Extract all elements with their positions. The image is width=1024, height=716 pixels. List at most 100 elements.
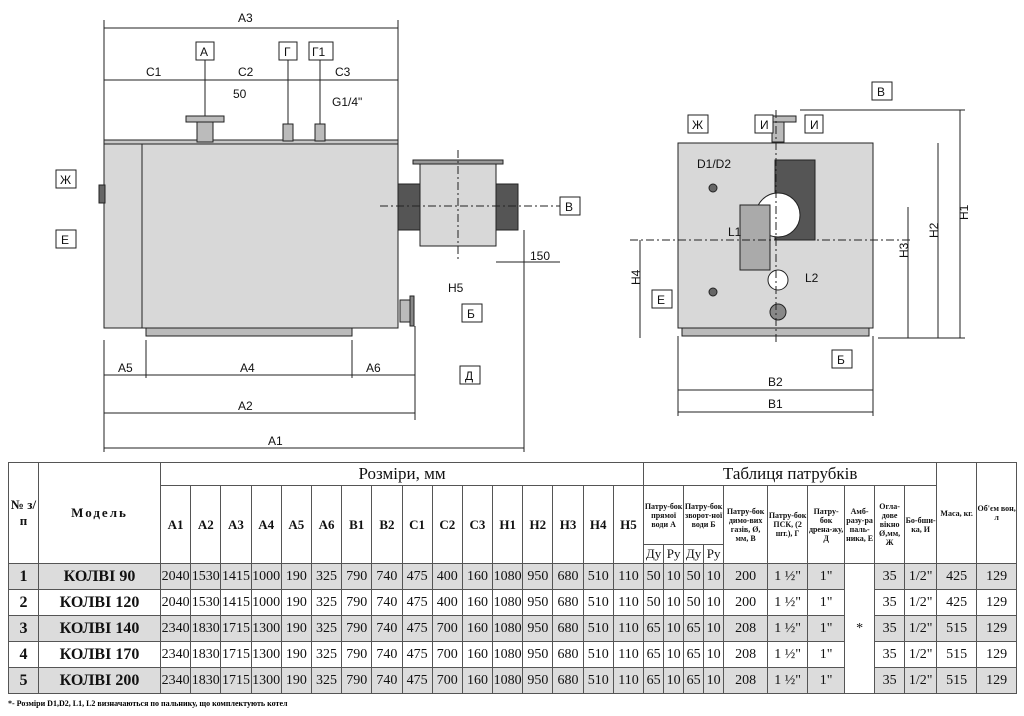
dim-value: 790 xyxy=(341,667,373,694)
dim-value: 950 xyxy=(522,589,554,616)
dim-value: 325 xyxy=(310,667,343,694)
dim-value: 2340 xyxy=(159,641,192,668)
nozzle-a-du: 65 xyxy=(643,667,665,694)
svg-text:Ж: Ж xyxy=(60,173,71,187)
dim-value: 325 xyxy=(310,589,343,616)
dim-value: 950 xyxy=(522,615,554,642)
nozzles-header: Таблиця патрубків xyxy=(643,462,938,486)
nozzle-a-ru: 10 xyxy=(663,641,685,668)
volume: 129 xyxy=(976,563,1018,590)
dim-value: 400 xyxy=(431,563,463,590)
dim-col-header: Н4 xyxy=(582,485,614,564)
volume: 129 xyxy=(976,641,1018,668)
dim-value: 950 xyxy=(522,641,554,668)
svg-text:Е: Е xyxy=(61,233,69,247)
dim-value: 700 xyxy=(431,615,463,642)
nozzle-v: 208 xyxy=(723,641,769,668)
nozzle-v: 208 xyxy=(723,667,769,694)
nozzle-a-du: 65 xyxy=(643,641,665,668)
dim-a3: А3 xyxy=(238,11,253,25)
nozzle-d: 1" xyxy=(807,589,846,616)
volume-header: Об'єм вон, л xyxy=(976,462,1018,564)
model-name: КОЛВІ 140 xyxy=(38,615,161,642)
dim-value: 475 xyxy=(401,667,433,694)
nozzle-zh: 35 xyxy=(874,589,906,616)
nozzle-b-ru: 10 xyxy=(703,563,725,590)
nozzle-a-header: Патру-бок прямої води А xyxy=(643,485,685,545)
dim-value: 1080 xyxy=(492,589,524,616)
dim-value: 950 xyxy=(522,667,554,694)
nozzle-v: 208 xyxy=(723,615,769,642)
nozzle-b-header: Патру-бок зворот-ної води Б xyxy=(683,485,725,545)
nozzle-b-du: 65 xyxy=(683,615,705,642)
svg-text:А: А xyxy=(200,45,208,59)
dim-value: 325 xyxy=(310,563,343,590)
nozzle-i: 1/2" xyxy=(904,641,938,668)
dim-value: 740 xyxy=(371,641,403,668)
dim-value: 700 xyxy=(431,641,463,668)
dim-value: 110 xyxy=(612,615,645,642)
dim-value: 2040 xyxy=(159,589,192,616)
dim-value: 790 xyxy=(341,589,373,616)
nozzle-g: 1 ½" xyxy=(767,641,809,668)
volume: 129 xyxy=(976,615,1018,642)
dim-value: 160 xyxy=(461,667,494,694)
dim-col-header: А6 xyxy=(310,485,343,564)
dim-value: 1080 xyxy=(492,563,524,590)
svg-text:Н2: Н2 xyxy=(927,222,941,238)
nozzle-zh-header: Огла-дове вікно Ø,мм, Ж xyxy=(874,485,906,564)
dim-value: 680 xyxy=(552,615,584,642)
volume: 129 xyxy=(976,589,1018,616)
footnote: *- Розміри D1,D2, L1, L2 визначаються по… xyxy=(8,699,288,708)
dim-col-header: А3 xyxy=(220,485,252,564)
nozzle-a-du: 50 xyxy=(643,589,665,616)
svg-text:G1/4": G1/4" xyxy=(332,95,362,109)
dim-value: 740 xyxy=(371,667,403,694)
svg-text:А1: А1 xyxy=(268,434,283,448)
nozzle-zh: 35 xyxy=(874,615,906,642)
svg-text:Г: Г xyxy=(284,45,291,59)
dim-value: 2340 xyxy=(159,615,192,642)
dim-value: 510 xyxy=(582,563,614,590)
dim-value: 110 xyxy=(612,589,645,616)
row-number: 1 xyxy=(8,563,39,590)
svg-text:А6: А6 xyxy=(366,361,381,375)
model-name: КОЛВІ 120 xyxy=(38,589,161,616)
dim-value: 190 xyxy=(280,589,312,616)
boiler-base xyxy=(145,327,353,337)
dim-value: 1830 xyxy=(190,615,222,642)
dim-value: 1300 xyxy=(250,615,282,642)
front-view-labels: А3 С1 С2 С3 А Г Г1 50 G1/4" Ж Е В 150 Н5… xyxy=(55,11,581,448)
nozzle-i: 1/2" xyxy=(904,563,938,590)
svg-text:В: В xyxy=(877,85,885,99)
dim-col-header: Н5 xyxy=(612,485,645,564)
dim-col-header: В2 xyxy=(371,485,403,564)
burner-size-note-mark: * xyxy=(844,563,876,694)
mass: 515 xyxy=(936,615,978,642)
nozzle-i: 1/2" xyxy=(904,615,938,642)
svg-text:В: В xyxy=(565,200,573,214)
nozzle-zh: 35 xyxy=(874,667,906,694)
model-name: КОЛВІ 170 xyxy=(38,641,161,668)
boiler-drawing: А3 С1 С2 С3 А Г Г1 50 G1/4" Ж Е В 150 Н5… xyxy=(55,11,971,452)
dim-value: 1715 xyxy=(220,641,252,668)
mass: 425 xyxy=(936,589,978,616)
nozzle-d: 1" xyxy=(807,641,846,668)
nozzle-g: 1 ½" xyxy=(767,563,809,590)
dim-value: 1080 xyxy=(492,667,524,694)
dim-col-header: А5 xyxy=(280,485,312,564)
nozzle-v: 200 xyxy=(723,589,769,616)
model-name: КОЛВІ 200 xyxy=(38,667,161,694)
dim-value: 110 xyxy=(612,641,645,668)
svg-text:С1: С1 xyxy=(146,65,162,79)
nozzle-b-du: 65 xyxy=(683,641,705,668)
nozzle-d: 1" xyxy=(807,615,846,642)
dim-value: 950 xyxy=(522,563,554,590)
nozzle-d-header: Патру-бок дрена-жу, Д xyxy=(807,485,846,564)
dim-value: 740 xyxy=(371,589,403,616)
nozzle-v-header: Патру-бок димо-вих газів, Ø, мм, В xyxy=(723,485,769,564)
dim-value: 680 xyxy=(552,563,584,590)
nozzle-g: 1 ½" xyxy=(767,667,809,694)
